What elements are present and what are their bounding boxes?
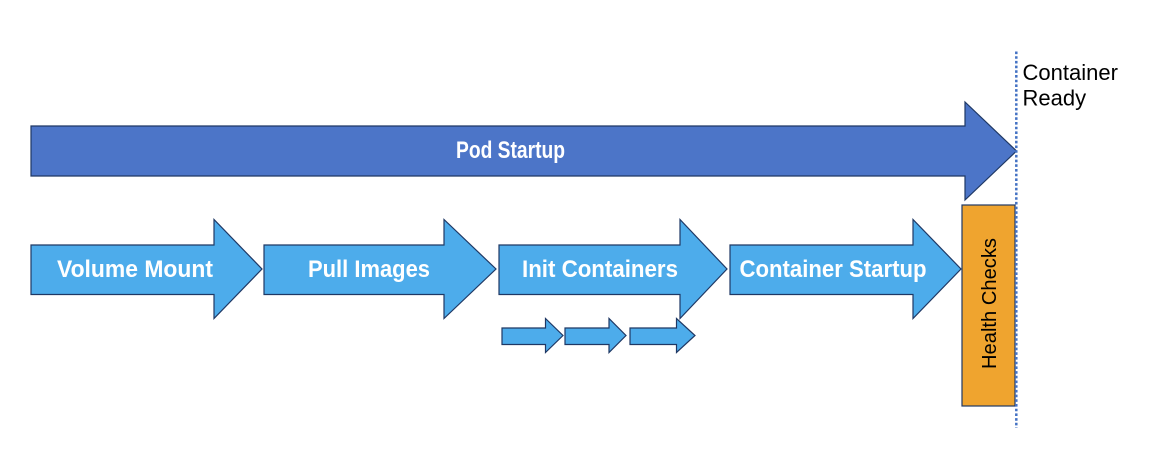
svg-text:Health Checks: Health Checks [978,238,1001,369]
svg-text:Init Containers: Init Containers [522,256,678,283]
svg-text:Container Startup: Container Startup [740,256,927,283]
svg-text:Pod Startup: Pod Startup [456,137,565,164]
svg-text:Volume Mount: Volume Mount [57,256,213,283]
svg-text:Container: Container [1023,60,1118,85]
svg-text:Pull Images: Pull Images [308,256,430,283]
svg-text:Ready: Ready [1023,86,1087,111]
